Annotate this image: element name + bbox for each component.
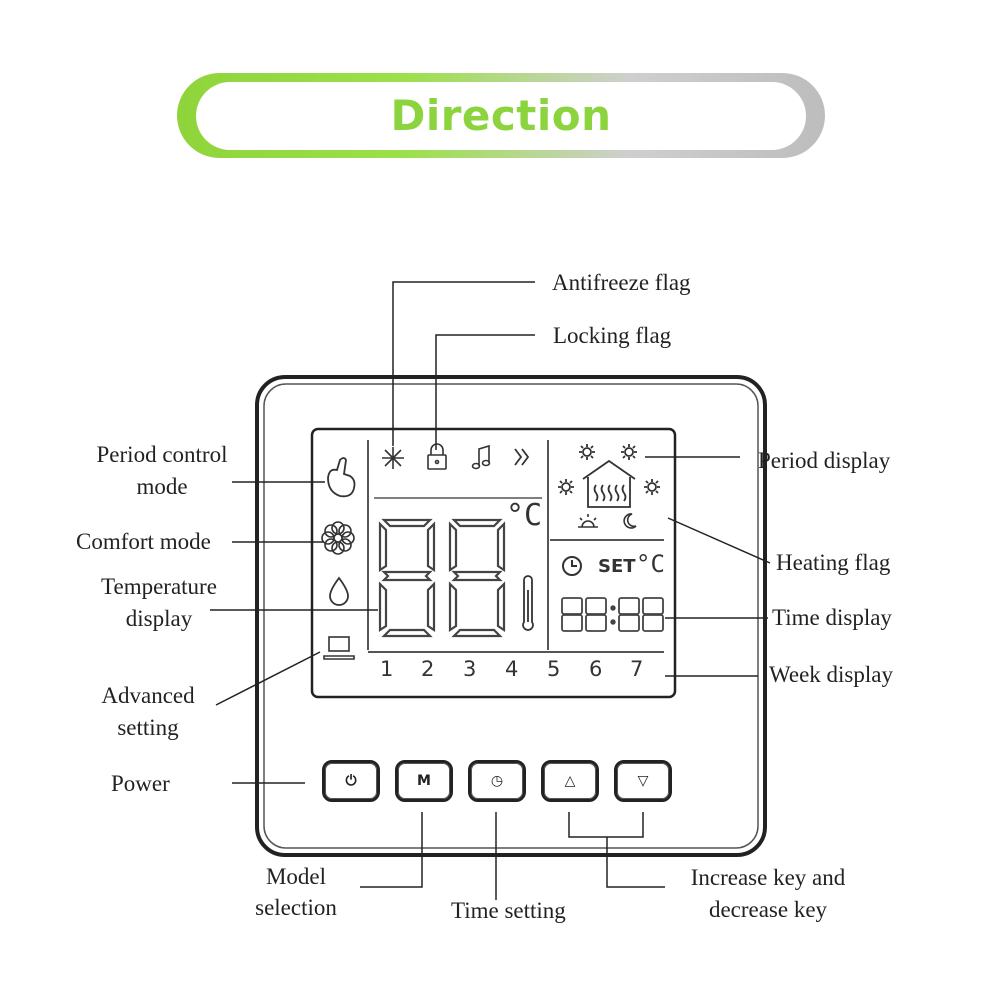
weekday-4: 4 — [505, 657, 519, 681]
set-label: SET — [598, 556, 636, 577]
weekday-3: 3 — [463, 657, 477, 681]
label-advanced-1: Advanced — [101, 683, 195, 708]
label-week-display: Week display — [769, 662, 893, 687]
up-arrow-icon: △ — [564, 773, 576, 789]
label-incdec-2: decrease key — [708, 897, 828, 922]
flower-icon — [321, 521, 355, 555]
double-chevron-icon — [514, 448, 530, 466]
weekday-6: 6 — [589, 657, 603, 681]
time-setting-button[interactable]: ◷ — [468, 760, 526, 802]
thermometer-icon — [522, 575, 534, 631]
power-button[interactable]: ⏻ — [322, 760, 380, 802]
label-advanced-2: setting — [117, 715, 179, 740]
clock-icon — [562, 556, 582, 576]
title-banner — [196, 82, 806, 150]
temperature-unit: °C — [506, 498, 543, 533]
weekday-2: 2 — [421, 657, 435, 681]
hand-icon — [327, 457, 356, 498]
label-power: Power — [111, 771, 170, 796]
weekday-5: 5 — [547, 657, 561, 681]
clock-button-icon: ◷ — [490, 773, 504, 789]
label-locking: Locking flag — [553, 323, 672, 348]
laptop-icon — [323, 636, 355, 660]
power-icon: ⏻ — [345, 773, 357, 789]
temperature-digits — [378, 518, 506, 638]
sunrise-icon — [578, 514, 598, 528]
label-temperature-2: display — [125, 606, 193, 631]
page-title: Direction — [390, 91, 612, 140]
mode-button[interactable]: M — [395, 760, 453, 802]
weekday-7: 7 — [630, 657, 644, 681]
weekday-1: 1 — [380, 657, 394, 681]
decrease-button[interactable]: ▽ — [614, 760, 672, 802]
label-heating-flag: Heating flag — [776, 550, 891, 575]
label-model-1: Model — [265, 864, 327, 889]
label-time-display: Time display — [772, 605, 892, 630]
lock-icon — [427, 443, 447, 470]
label-period-control-2: mode — [136, 474, 188, 499]
drop-icon — [329, 576, 349, 606]
label-temperature-1: Temperature — [101, 574, 217, 599]
moon-icon — [623, 513, 637, 529]
label-model-2: selection — [255, 895, 337, 920]
label-incdec-1: Increase key and — [690, 865, 846, 890]
mode-label: M — [417, 773, 431, 789]
leader-lines — [210, 281, 771, 900]
label-antifreeze: Antifreeze flag — [552, 270, 691, 295]
down-arrow-icon: ▽ — [637, 773, 649, 789]
sun-icons — [558, 444, 660, 495]
antifreeze-icon — [382, 447, 404, 469]
time-digits — [561, 597, 664, 632]
heating-house-icon — [582, 459, 636, 508]
label-period-display: Period display — [758, 448, 891, 473]
label-comfort: Comfort mode — [76, 529, 211, 554]
label-time-setting: Time setting — [451, 898, 566, 923]
label-period-control-1: Period control — [96, 442, 228, 467]
increase-button[interactable]: △ — [541, 760, 599, 802]
set-unit: °C — [636, 550, 665, 578]
music-icon — [471, 444, 491, 470]
